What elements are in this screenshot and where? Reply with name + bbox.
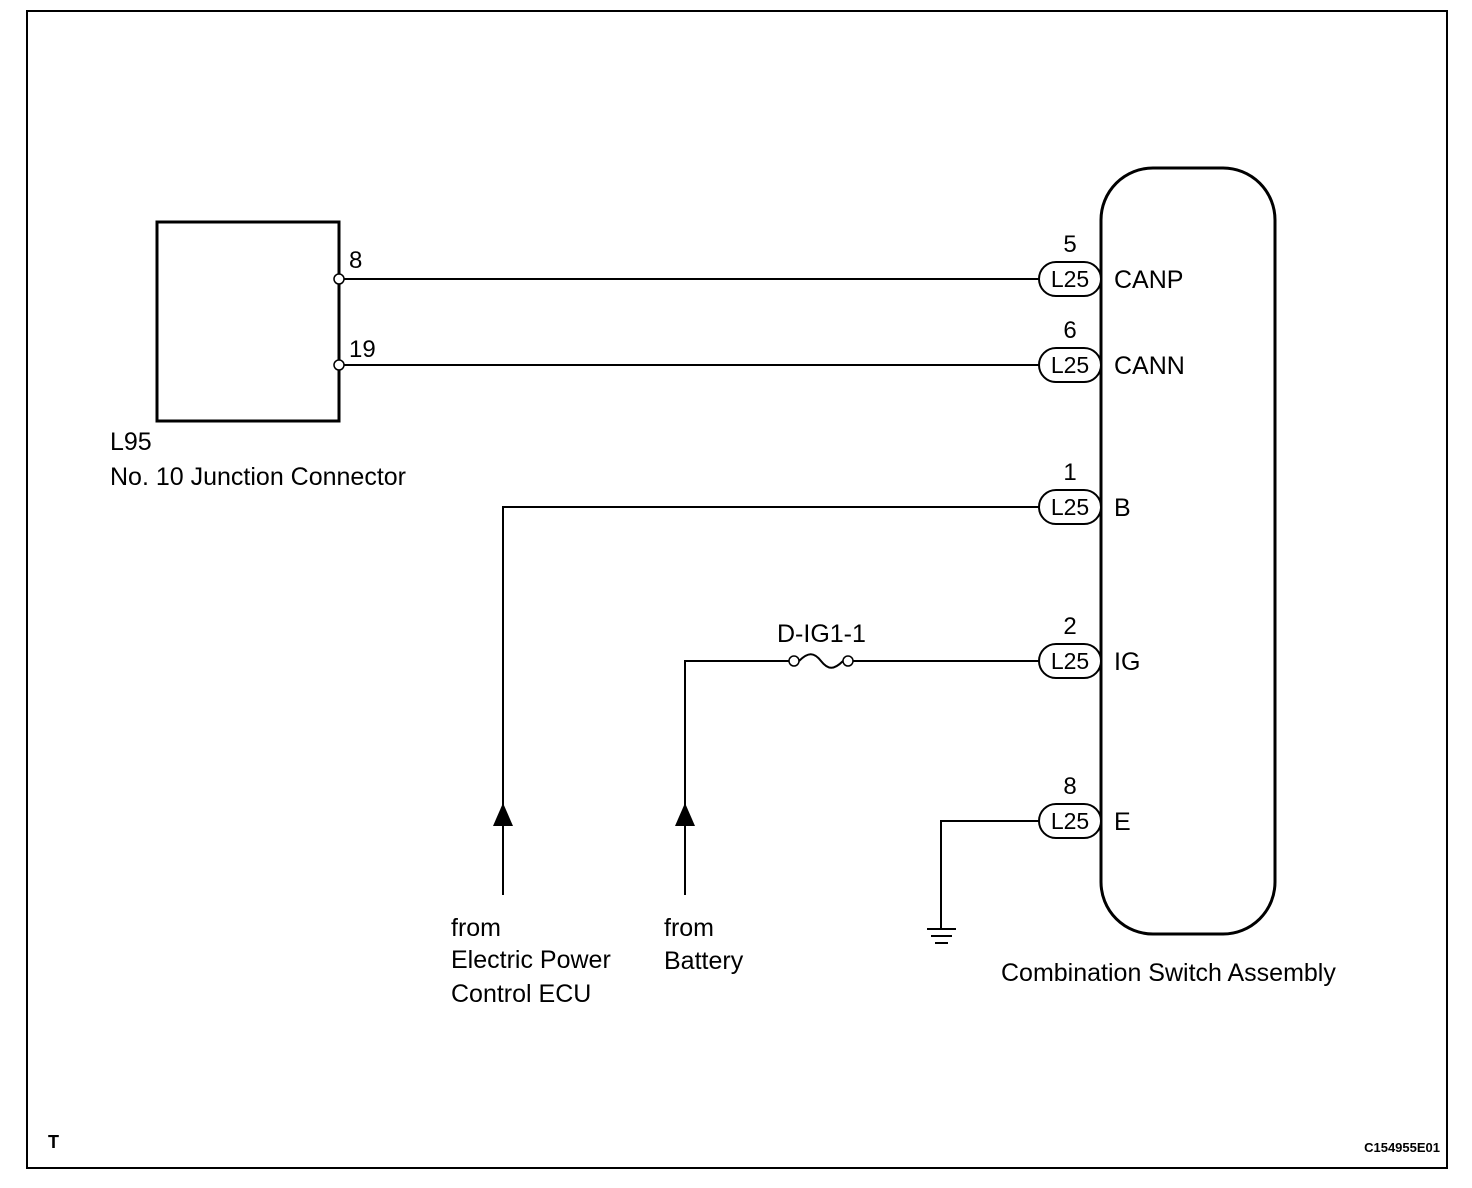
junction-connector-box — [155, 220, 341, 423]
fuse-terminal-right — [842, 655, 854, 667]
connector-pill — [1038, 643, 1102, 679]
connector-pill — [1038, 489, 1102, 525]
epc-source-line3: Control ECU — [451, 980, 591, 1008]
terminal-pin-number: 2 — [1063, 613, 1076, 640]
epc-source-line2: Electric Power — [451, 946, 611, 974]
terminal-signal-name: CANP — [1114, 266, 1183, 294]
corner-mark: T — [48, 1132, 59, 1152]
connector-code: L25 — [1051, 648, 1089, 674]
connector-code: L25 — [1051, 808, 1089, 834]
arrow-up-icon — [493, 803, 513, 826]
fuse-label: D-IG1-1 — [777, 620, 866, 648]
junction-pin-19-terminal — [333, 359, 345, 371]
connector-pill — [1038, 347, 1102, 383]
terminal-e: L25 8E — [1038, 773, 1131, 839]
terminal-pin-number: 1 — [1063, 459, 1076, 486]
figure-code: C154955E01 — [1364, 1140, 1440, 1155]
wire-b — [502, 506, 1040, 895]
connector-pill — [1038, 803, 1102, 839]
fuse-icon — [798, 653, 844, 669]
fuse-terminal-left — [788, 655, 800, 667]
connector-code: L25 — [1051, 352, 1089, 378]
wire-ig-source — [684, 660, 789, 895]
junction-code: L95 — [110, 428, 152, 456]
connector-pill — [1038, 261, 1102, 297]
battery-source-line1: from — [664, 914, 714, 942]
battery-source-line2: Battery — [664, 947, 744, 975]
terminal-ig: L25 2IG — [1038, 613, 1140, 679]
terminal-signal-name: CANN — [1114, 352, 1185, 380]
terminal-b: L25 1B — [1038, 459, 1131, 525]
junction-name: No. 10 Junction Connector — [110, 463, 406, 491]
terminal-signal-name: B — [1114, 494, 1131, 522]
wire-e — [940, 820, 1040, 928]
terminal-pin-number: 5 — [1063, 231, 1076, 258]
junction-pin-8-terminal — [333, 273, 345, 285]
epc-source-line1: from — [451, 914, 501, 942]
terminal-signal-name: IG — [1114, 648, 1140, 676]
assembly-name: Combination Switch Assembly — [1001, 959, 1336, 987]
ground-icon — [927, 928, 956, 944]
terminal-signal-name: E — [1114, 808, 1131, 836]
junction-pin-19-label: 19 — [349, 336, 376, 363]
terminal-pin-number: 6 — [1063, 317, 1076, 344]
terminal-pin-number: 8 — [1063, 773, 1076, 800]
junction-pin-8-label: 8 — [349, 247, 362, 274]
diagram-frame — [26, 10, 1448, 1169]
arrow-up-icon — [675, 803, 695, 826]
connector-code: L25 — [1051, 494, 1089, 520]
connector-code: L25 — [1051, 266, 1089, 292]
combination-switch-body — [1099, 166, 1277, 936]
